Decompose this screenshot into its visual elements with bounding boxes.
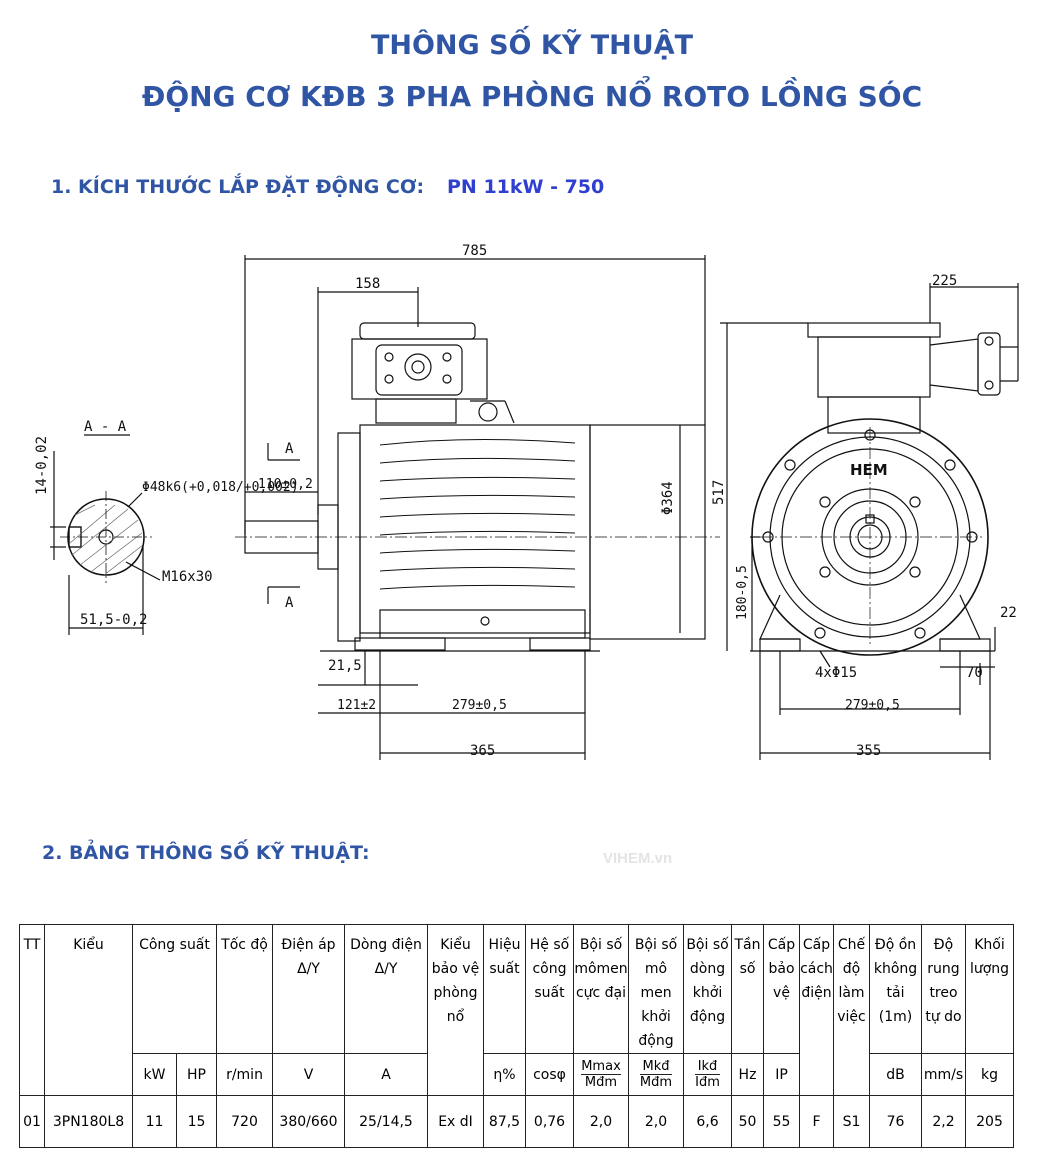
header-tan-so: Tần số [731,924,764,1054]
title-line-1: THÔNG SỐ KỸ THUẬT [370,30,694,61]
header-dien-ap-sub: Δ/Y [297,961,320,977]
dim-bolt-holes: 4xΦ15 [815,665,857,681]
header-do-on: Độ ồn không tải (1m) [869,924,922,1054]
watermark: VIHEM.vn [603,850,673,867]
dim-base-width: 355 [856,743,881,759]
cell-kieu: 3PN180L8 [44,1095,133,1148]
cell-cach-dien: F [799,1095,834,1148]
dim-foot-spacing-side: 279±0,5 [452,698,507,713]
header-cach-dien: Cấp cách điện [799,924,834,1096]
model-label: PN 11kW - 750 [447,176,605,198]
header-bao-ve: Kiểu bảo vệ phòng nổ [427,924,484,1096]
cell-hp: 15 [176,1095,217,1148]
cell-mms: 2,2 [921,1095,966,1148]
dim-foot-height: 22 [1000,605,1017,621]
unit-ikd-num: Ikđ [695,1059,720,1075]
cell-hz: 50 [731,1095,764,1148]
section-label: A - A [84,419,127,435]
section-mark-top: A [285,441,294,457]
spec-table: TT Kiểu Công suất Tốc độ Điện áp Δ/Y Dòng… [19,924,1014,1148]
header-do-rung: Độ rung treo tự do [921,924,966,1054]
unit-eta: η% [483,1053,526,1096]
cell-mkd: 2,0 [628,1095,684,1148]
dim-key-height: 14-0,02 [34,436,50,495]
cell-a: 25/14,5 [344,1095,428,1148]
dim-key-offset: 51,5-0,2 [80,612,147,628]
header-cong-suat: Công suất [132,924,217,1054]
header-khoi-luong: Khối lượng [965,924,1014,1054]
unit-kg: kg [965,1053,1014,1096]
dim-flange-diameter: Φ364 [660,481,676,515]
unit-mkd-den: Mđm [639,1075,673,1090]
dim-thread: M16x30 [162,569,213,585]
header-ikd: Bội số dòng khởi động [683,924,732,1054]
header-dong-dien-sub: Δ/Y [374,961,398,977]
unit-mms: mm/s [921,1053,966,1096]
dim-foot-width: 70 [966,665,983,681]
cell-tt: 01 [19,1095,45,1148]
dim-shaft-diameter: Φ48k6(+0,018/+0,002) [142,480,299,495]
unit-ip: IP [763,1053,800,1096]
unit-db: dB [869,1053,922,1096]
dim-foot-offset: 121±2 [337,698,376,713]
title-line-2: ĐỘNG CƠ KĐB 3 PHA PHÒNG NỔ ROTO LỒNG SÓC [141,80,923,113]
header-dien-ap-label: Điện áp [281,937,336,953]
cell-bao-ve: Ex dI [427,1095,484,1148]
cell-kw: 11 [132,1095,177,1148]
section-1-title: 1. KÍCH THƯỚC LẮP ĐẶT ĐỘNG CƠ: [51,176,425,198]
header-tt: TT [19,924,45,1096]
cell-cos: 0,76 [525,1095,574,1148]
dim-foot-inner: 21,5 [328,658,362,674]
dim-shaft-length: 110±0,2 [258,477,313,492]
cell-ikd: 6,6 [683,1095,732,1148]
header-he-so: Hệ số công suất [525,924,574,1054]
technical-drawing: A - A 14-0,02 Φ48k6(+0,018/+0,002) M16x3… [34,243,1019,760]
unit-kw: kW [132,1053,177,1096]
unit-cos: cosφ [525,1053,574,1096]
dim-base-length: 365 [470,743,495,759]
header-ip: Cấp bảo vệ [763,924,800,1054]
dim-total-length: 785 [462,243,487,259]
table-row: 01 3PN180L8 11 15 720 380/660 25/14,5 Ex… [19,1095,1014,1148]
cell-db: 76 [869,1095,922,1148]
unit-mmax-den: Mđm [584,1075,618,1090]
header-toc-do: Tốc độ [216,924,273,1054]
section-mark-bottom: A [285,595,294,611]
dim-foot-spacing-front: 279±0,5 [845,698,900,713]
header-che-do: Chế độ làm việc [833,924,870,1096]
dim-height-total: 517 [711,480,727,505]
unit-a: A [344,1053,428,1096]
cell-mmax: 2,0 [573,1095,629,1148]
section-2-title: 2. BẢNG THÔNG SỐ KỸ THUẬT: [42,842,370,864]
unit-mmax-num: Mmax [581,1059,621,1075]
unit-rpm: r/min [216,1053,273,1096]
cell-ip: 55 [763,1095,800,1148]
header-kieu: Kiểu [44,924,133,1096]
cell-kg: 205 [965,1095,1014,1148]
cell-eta: 87,5 [483,1095,526,1148]
dim-shaft-height: 180-0,5 [735,565,750,620]
header-mkd: Bội số mô men khởi động [628,924,684,1054]
unit-mkd-num: Mkđ [639,1059,673,1075]
header-dien-ap: Điện áp Δ/Y [272,924,345,1054]
unit-v: V [272,1053,345,1096]
unit-hp: HP [176,1053,217,1096]
unit-ikd-den: Iđm [695,1075,720,1090]
unit-hz: Hz [731,1053,764,1096]
logo-text: HEM [850,461,888,479]
header-dong-dien-label: Dòng điện [350,937,422,953]
dim-terminal-width: 225 [932,273,957,289]
header-hieu-suat: Hiệu suất [483,924,526,1054]
header-mmax: Bội số mômen cực đại [573,924,629,1054]
cell-che-do: S1 [833,1095,870,1148]
cell-v: 380/660 [272,1095,345,1148]
cell-rpm: 720 [216,1095,273,1148]
dim-terminal-offset: 158 [355,276,380,292]
